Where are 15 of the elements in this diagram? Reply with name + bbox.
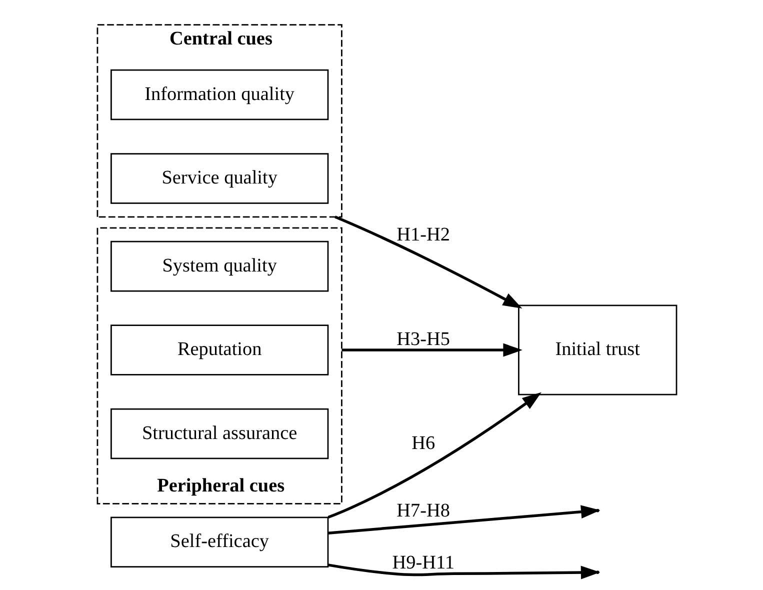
node-box: Structural assurance	[110, 408, 329, 460]
arrow	[342, 343, 522, 357]
node-box: Service quality	[110, 153, 329, 204]
edge-label: H6	[412, 433, 436, 454]
arrow	[328, 392, 542, 519]
node-box: System quality	[110, 240, 329, 292]
node-box: Reputation	[110, 324, 329, 376]
node-box: Information quality	[110, 69, 329, 120]
edge-label: H7-H8	[396, 500, 450, 522]
edge-label: H9-H11	[392, 552, 454, 574]
node-box: Initial trust	[518, 304, 678, 396]
edge-label: H1-H2	[396, 224, 450, 246]
node-box: Self-efficacy	[110, 516, 329, 568]
edge-label: H3-H5	[396, 328, 450, 350]
arrow	[334, 216, 522, 308]
